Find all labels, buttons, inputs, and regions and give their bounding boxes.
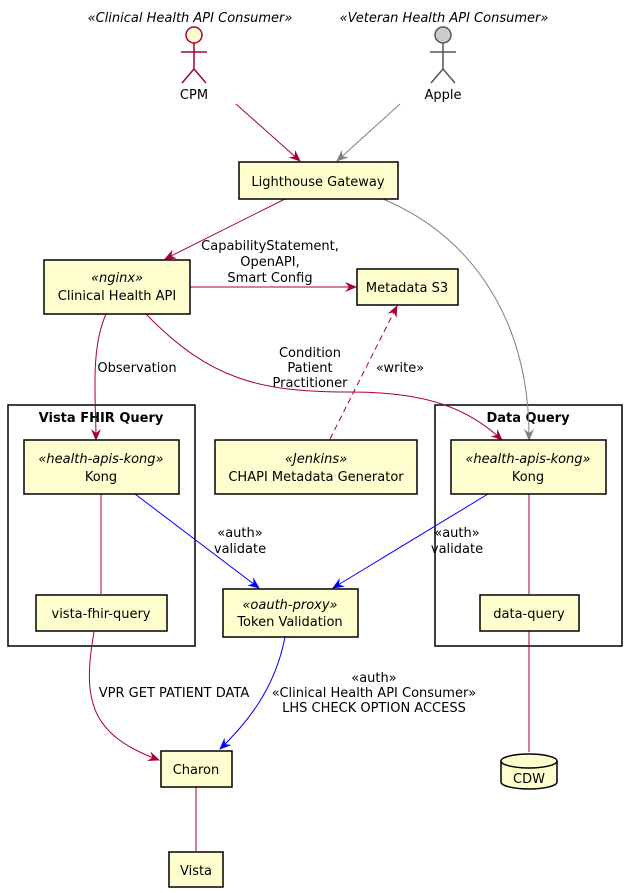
node-charon-label: Charon [173, 763, 220, 778]
edge-label-auth-dq-1: «auth» [434, 526, 479, 541]
edge-clinical-api-kong-vista: Observation [90, 313, 177, 441]
edge-label-resources-3: Practitioner [272, 376, 348, 391]
edge-label-charon-auth-3: LHS CHECK OPTION ACCESS [282, 701, 466, 716]
edge-label-write: «write» [376, 361, 424, 376]
node-kong-dq-stereotype: «health-apis-kong» [465, 452, 590, 467]
node-metadata-s3: Metadata S3 [356, 268, 459, 306]
node-data-query-label: data-query [493, 607, 565, 622]
actor-apple: «Veteran Health API Consumer» Apple [340, 11, 549, 103]
edge-label-auth-vista-2: validate [214, 542, 266, 557]
package-vista-fhir-query: Vista FHIR Query [7, 404, 196, 647]
edge-apple-gateway [336, 103, 401, 162]
node-cdw: CDW [500, 753, 558, 790]
actor-cpm: «Clinical Health API Consumer» CPM [88, 11, 293, 103]
node-clinical-health-api-stereotype: «nginx» [91, 271, 143, 286]
node-kong-dq-label: Kong [512, 470, 544, 485]
node-lighthouse-gateway-label: Lighthouse Gateway [251, 175, 385, 190]
actor-cpm-label: CPM [180, 88, 208, 103]
package-vista-fhir-query-label: Vista FHIR Query [39, 411, 164, 426]
node-vista-fhir-query: vista-fhir-query [35, 594, 168, 632]
node-cdw-label: CDW [513, 772, 545, 787]
edge-clinical-api-metadata: CapabilityStatement, OpenAPI, Smart Conf… [190, 239, 357, 292]
edge-label-auth-dq-2: validate [431, 542, 483, 557]
actor-cpm-stereotype: «Clinical Health API Consumer» [88, 11, 293, 26]
person-icon [181, 26, 207, 84]
actor-apple-stereotype: «Veteran Health API Consumer» [340, 11, 549, 26]
node-vista-fhir-query-label: vista-fhir-query [52, 607, 151, 622]
edge-label-auth-vista-1: «auth» [217, 526, 262, 541]
actor-apple-label: Apple [424, 88, 461, 103]
edge-label-charon-auth-1: «auth» [351, 671, 396, 686]
node-vista-label: Vista [180, 864, 212, 879]
node-kong-dq: «health-apis-kong» Kong [450, 439, 607, 495]
node-lighthouse-gateway: Lighthouse Gateway [238, 161, 399, 200]
node-charon: Charon [160, 750, 233, 788]
node-kong-vista: «health-apis-kong» Kong [23, 439, 180, 495]
edge-clinical-api-kong-dq: Condition Patient Practitioner [145, 313, 503, 441]
node-clinical-health-api: «nginx» Clinical Health API [43, 259, 191, 315]
edge-kong-dq-auth: «auth» validate [332, 493, 489, 589]
node-jenkins-stereotype: «Jenkins» [285, 452, 347, 467]
edge-gateway-kong-dq [382, 198, 535, 441]
node-token-validation-stereotype: «oauth-proxy» [242, 598, 337, 613]
edge-label-vpr: VPR GET PATIENT DATA [99, 686, 250, 701]
person-icon [430, 26, 456, 84]
edge-label-metadata-2: OpenAPI, [240, 255, 299, 270]
edge-label-resources-2: Patient [287, 361, 332, 376]
edge-label-metadata-3: Smart Config [227, 271, 312, 286]
node-kong-vista-stereotype: «health-apis-kong» [38, 452, 163, 467]
node-kong-vista-label: Kong [85, 470, 117, 485]
database-icon [500, 753, 558, 790]
node-jenkins-label: CHAPI Metadata Generator [228, 470, 404, 485]
edge-token-validation-charon: «auth» «Clinical Health API Consumer» LH… [219, 636, 477, 750]
edge-gateway-clinical-api [164, 198, 286, 260]
edge-label-observation: Observation [97, 361, 176, 376]
edge-vista-fhir-query-charon: VPR GET PATIENT DATA [88, 631, 250, 761]
node-clinical-health-api-label: Clinical Health API [58, 289, 176, 304]
node-token-validation: «oauth-proxy» Token Validation [222, 588, 359, 638]
node-metadata-s3-label: Metadata S3 [366, 281, 448, 296]
edge-cpm-gateway [235, 103, 301, 162]
edge-label-metadata-1: CapabilityStatement, [201, 239, 339, 254]
node-token-validation-label: Token Validation [236, 615, 342, 630]
edge-label-charon-auth-2: «Clinical Health API Consumer» [272, 686, 477, 701]
node-vista: Vista [168, 851, 224, 888]
edge-jenkins-metadata: «write» [329, 305, 424, 440]
node-data-query: data-query [479, 594, 580, 632]
edge-kong-vista-auth: «auth» validate [134, 493, 266, 589]
edge-label-resources-1: Condition [279, 346, 341, 361]
node-chapi-metadata-generator: «Jenkins» CHAPI Metadata Generator [214, 439, 418, 495]
